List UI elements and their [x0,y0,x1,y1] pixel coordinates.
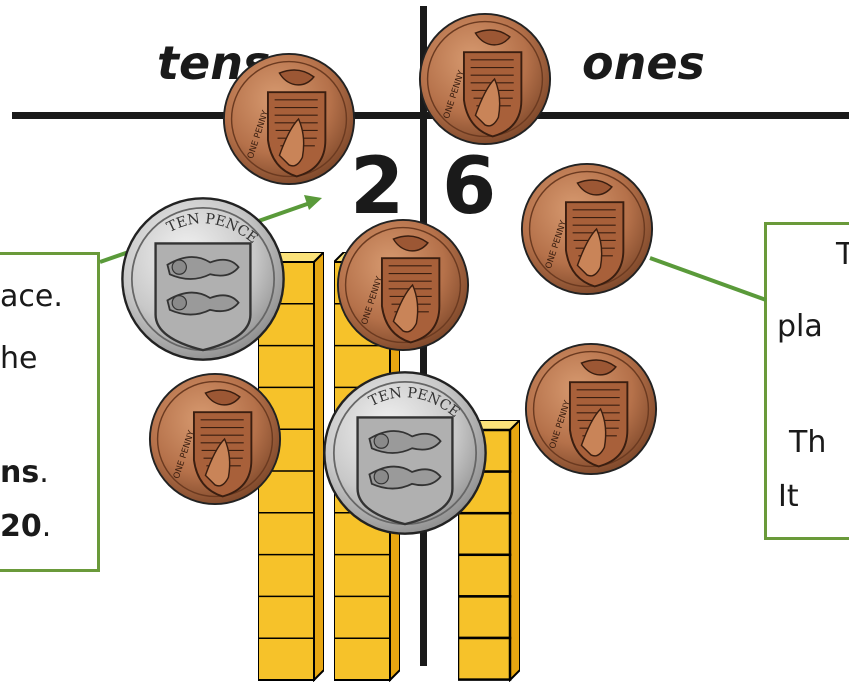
ten-pence-coin-1 [120,196,286,362]
right-callout-line-1: T [836,237,849,272]
right-connector-line [649,256,767,302]
ten-pence-coin-2 [322,370,488,536]
left-callout-line-2: he [0,341,38,376]
left-callout-line-1: ace. [0,279,63,314]
tens-digit: 2 [350,142,405,232]
penny-coin-5 [524,342,658,476]
ones-cube-6 [458,636,512,681]
penny-coin-3 [520,162,654,296]
right-callout-line-4: It [778,479,799,514]
left-callout-line-3: ns. [0,455,49,490]
right-callout-line-3: Th [789,425,827,460]
right-callout-box [764,222,849,540]
right-callout-line-2: pla [777,309,823,344]
penny-coin-2 [418,12,552,146]
ones-cube-5 [458,595,512,640]
left-callout-line-4: 20. [0,509,52,544]
penny-coin-1 [222,52,356,186]
ones-cube-4 [458,553,512,598]
arrow-head [304,195,322,210]
ones-digit: 6 [442,142,497,232]
left-callout-box [0,252,100,572]
penny-coin-6 [148,372,282,506]
ones-cube-3 [458,511,512,557]
ones-heading: ones [582,36,705,90]
penny-coin-4 [336,218,470,352]
